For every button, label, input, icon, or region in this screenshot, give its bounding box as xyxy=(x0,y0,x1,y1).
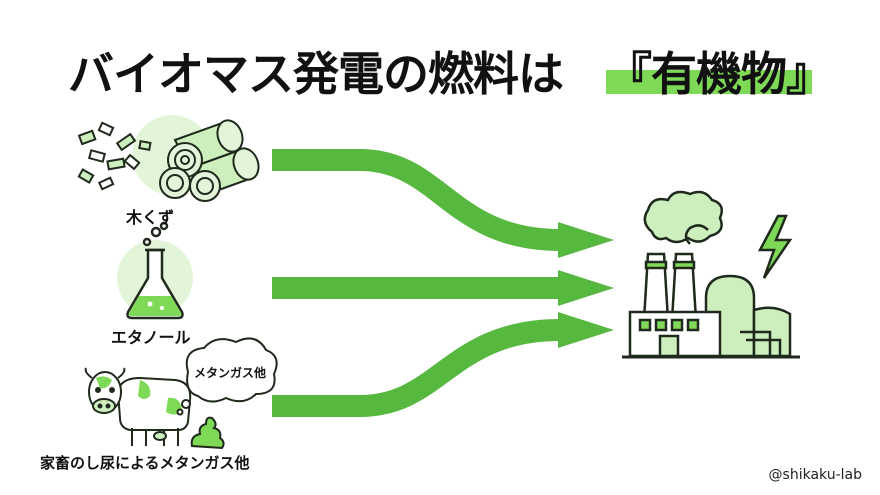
bubble-label: メタンガス他 xyxy=(194,366,267,380)
wood-chips-and-logs-icon xyxy=(77,115,260,202)
flow-arrows xyxy=(272,149,614,417)
flask-icon xyxy=(117,221,193,320)
cow-icon xyxy=(84,367,192,446)
power-plant-icon xyxy=(622,190,800,359)
title-area: バイオマス発電の燃料は 『有機物』 xyxy=(0,30,880,110)
page-title: バイオマス発電の燃料は xyxy=(68,47,564,101)
arrow-wood xyxy=(272,149,561,251)
speech-bubble xyxy=(176,337,278,416)
source-label-ethanol: エタノール xyxy=(111,328,191,347)
dung-icon xyxy=(190,416,225,450)
source-label-wood: 木くず xyxy=(126,208,175,227)
arrow-methane xyxy=(272,319,561,417)
source-label-methane: 家畜のし尿によるメタンガス他 xyxy=(40,454,250,472)
credit: @shikaku-lab xyxy=(768,467,862,483)
arrow-methane-head xyxy=(558,312,614,348)
page-title-accent: 『有機物』 xyxy=(606,47,832,101)
title-highlight xyxy=(606,70,812,94)
arrow-ethanol-head xyxy=(558,270,614,306)
arrow-wood-head xyxy=(558,222,614,258)
